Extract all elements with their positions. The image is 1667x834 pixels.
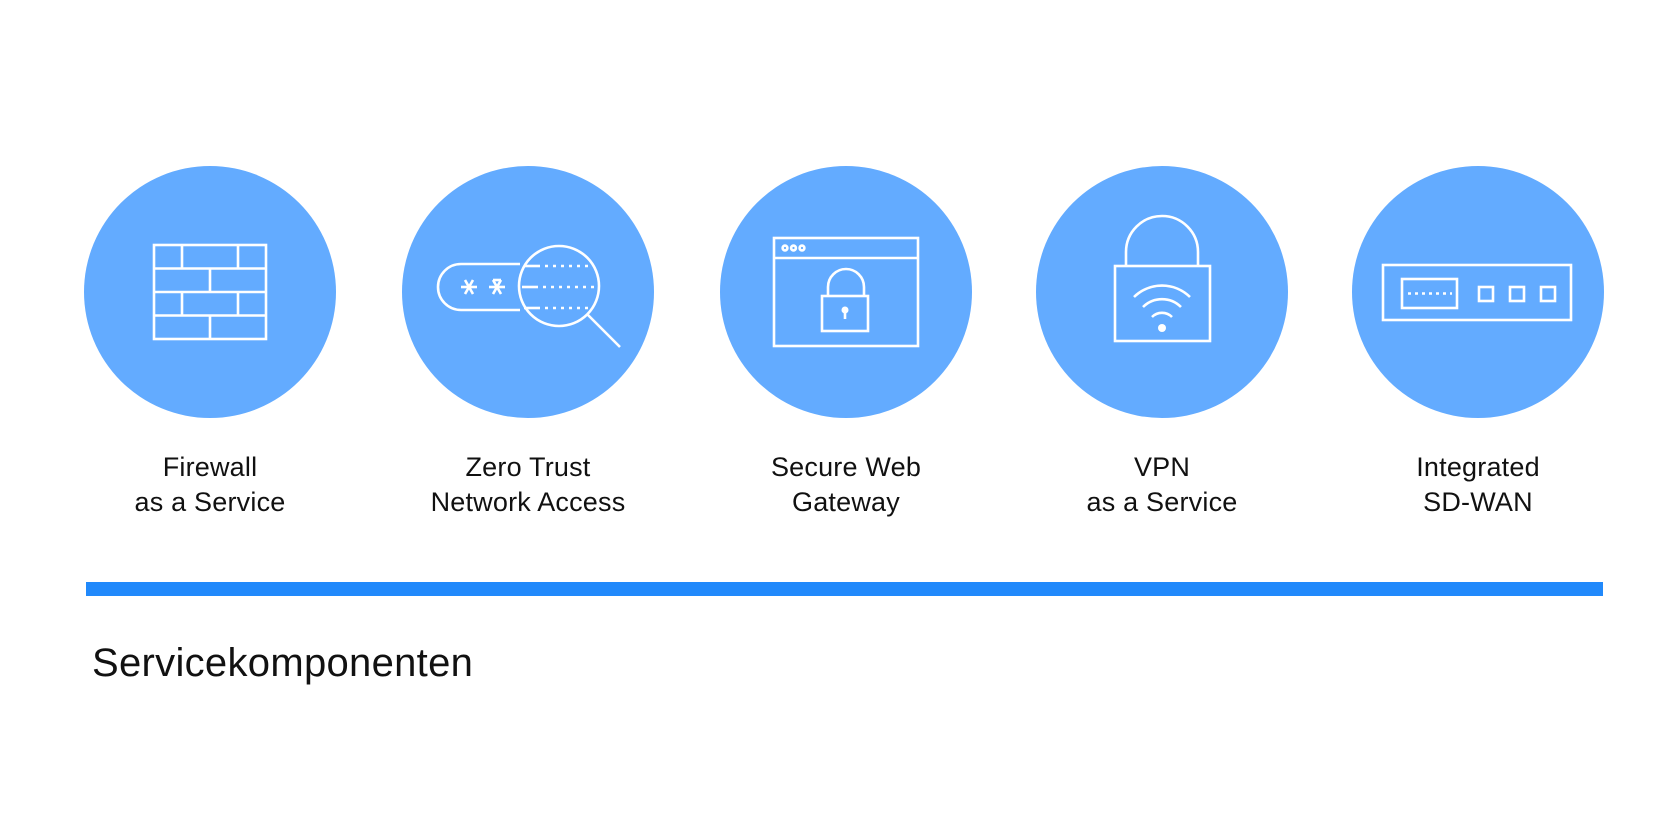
service-label-line1: Firewall: [162, 452, 258, 482]
service-secure-web-gateway: Secure Web Gateway: [686, 166, 1006, 526]
service-label-line2: Gateway: [792, 487, 900, 517]
service-circle: [402, 166, 654, 418]
service-circle: [1352, 166, 1604, 418]
service-vpn: VPN as a Service: [1002, 166, 1322, 526]
service-circle: [720, 166, 972, 418]
service-zero-trust: Zero Trust Network Access: [368, 166, 688, 526]
service-label: Firewall as a Service: [50, 450, 370, 520]
service-circle: [1036, 166, 1288, 418]
service-label: VPN as a Service: [1002, 450, 1322, 520]
service-label-line2: Network Access: [430, 487, 626, 517]
service-circle: [84, 166, 336, 418]
browser-lock-icon: [772, 236, 920, 348]
padlock-wifi-icon: [1113, 214, 1212, 343]
service-label: Zero Trust Network Access: [368, 450, 688, 520]
service-label: Secure Web Gateway: [686, 450, 1006, 520]
service-label-line2: as a Service: [1086, 487, 1238, 517]
section-divider: [86, 582, 1603, 596]
password-search-icon: [436, 244, 621, 348]
section-title: Servicekomponenten: [92, 641, 474, 685]
service-label: Integrated SD-WAN: [1318, 450, 1638, 520]
service-components-row: Firewall as a Service: [50, 166, 1638, 526]
service-label-line1: Zero Trust: [465, 452, 591, 482]
service-label-line2: SD-WAN: [1423, 487, 1533, 517]
service-label-line1: VPN: [1133, 452, 1191, 482]
service-sd-wan: Integrated SD-WAN: [1318, 166, 1638, 526]
service-label-line1: Integrated: [1416, 452, 1540, 482]
service-label-line2: as a Service: [134, 487, 286, 517]
brick-wall-icon: [152, 243, 268, 341]
network-appliance-icon: [1381, 263, 1573, 322]
service-label-line1: Secure Web: [770, 452, 922, 482]
service-firewall: Firewall as a Service: [50, 166, 370, 526]
